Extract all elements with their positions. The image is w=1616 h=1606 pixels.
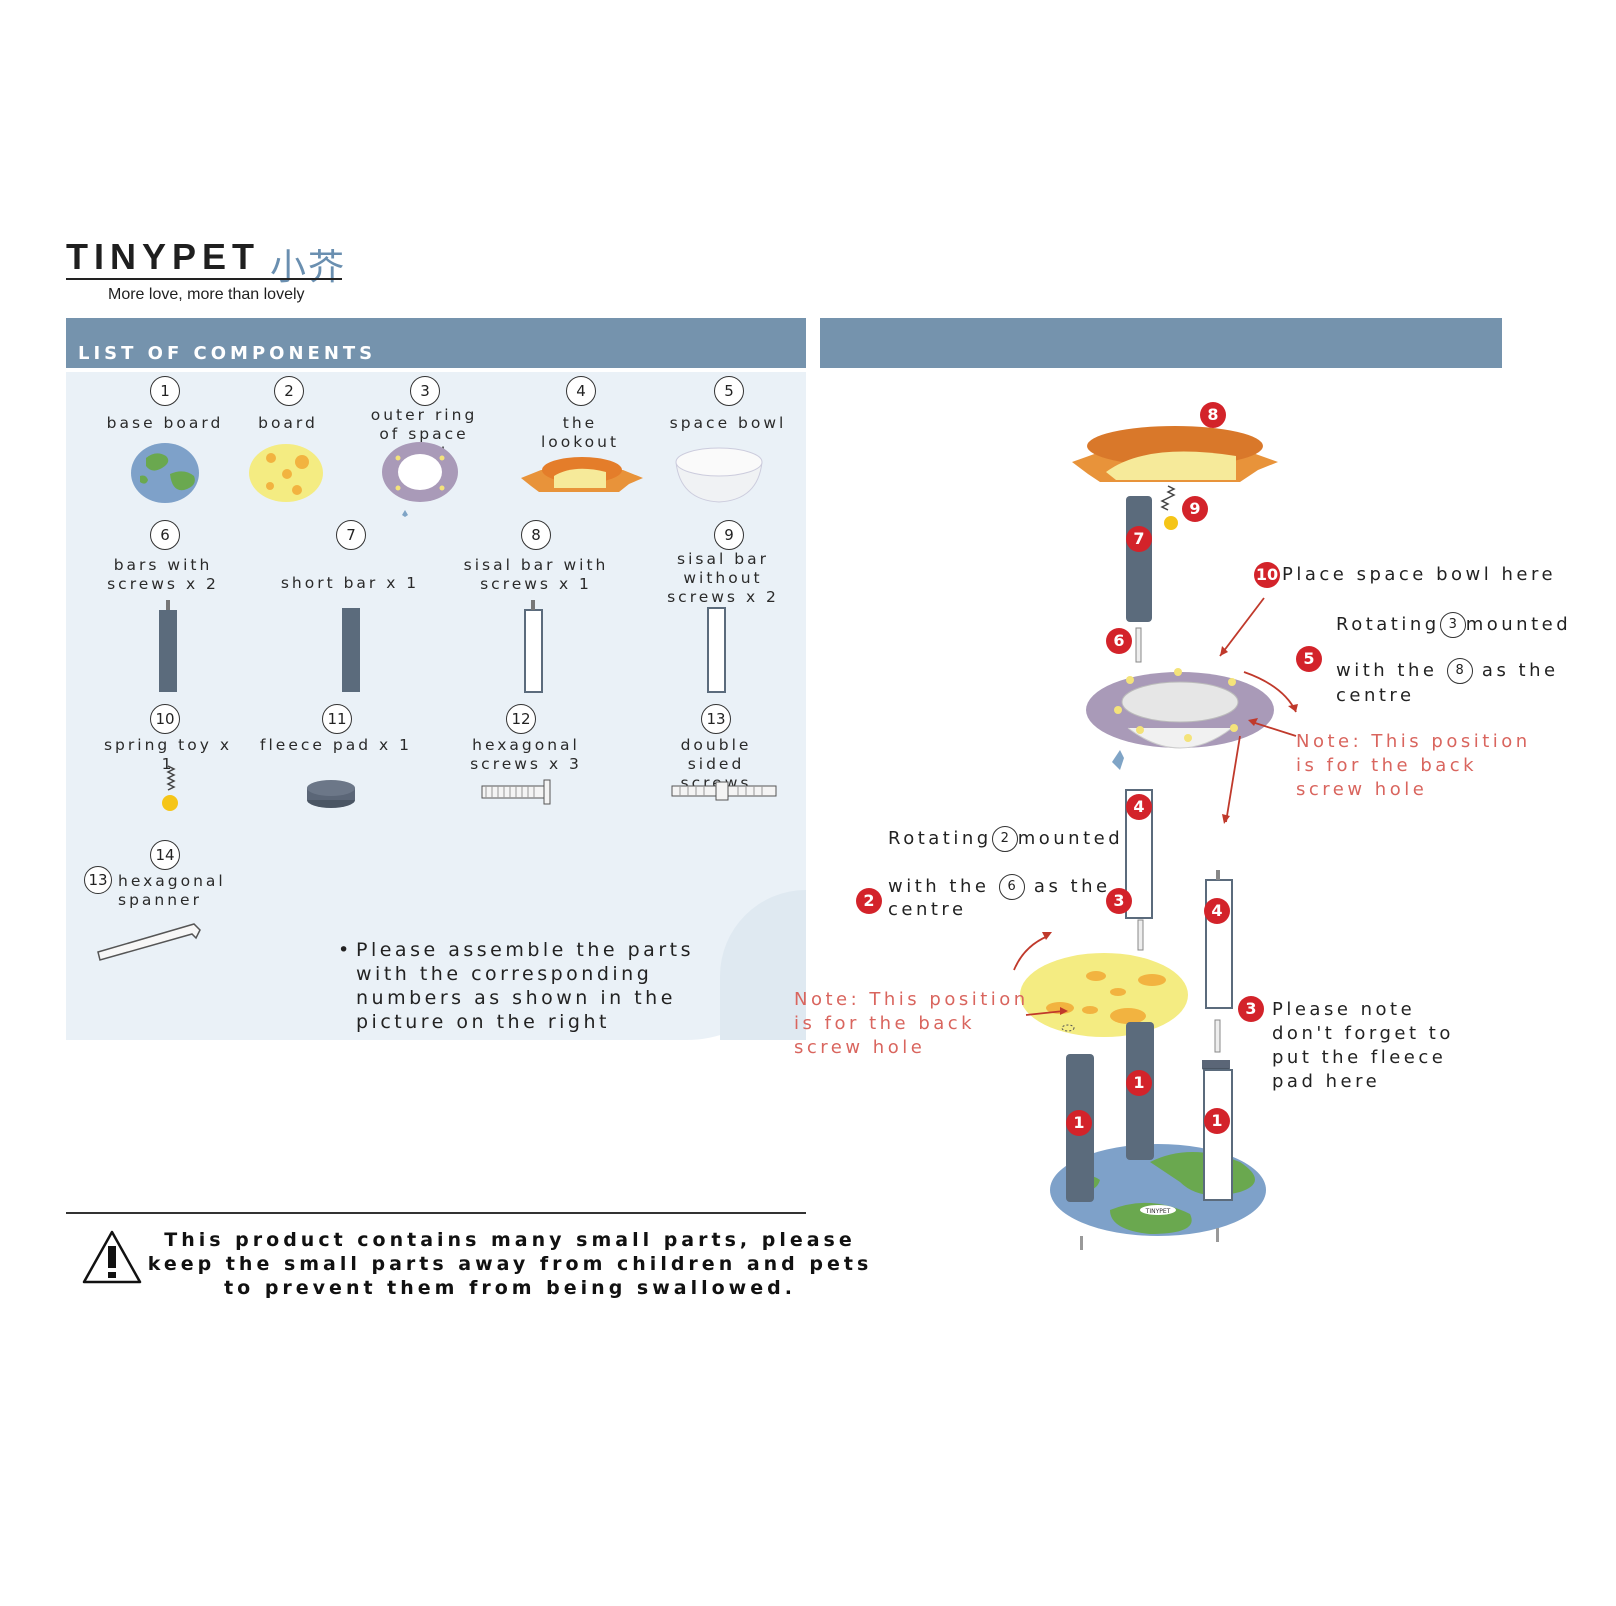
part-marker: 1 [1126, 1070, 1152, 1096]
component-label: sisal bar with screws x 1 [463, 556, 609, 593]
fleece-pad-illustration [307, 780, 355, 808]
part-marker: 5 [1296, 646, 1322, 672]
diagram-header [820, 318, 1502, 368]
part-marker: 3 [1106, 888, 1132, 914]
component-number: 2 [274, 376, 304, 406]
base-logo-text: TINYPET [1145, 1208, 1171, 1215]
double-sided-screw-illustration [671, 781, 777, 801]
lookout-part [1072, 426, 1278, 482]
component-label: hexagonal screws x 3 [470, 736, 582, 773]
part-marker: 10 [1254, 562, 1280, 588]
spring-toy-illustration [162, 765, 178, 811]
note-left: Note: This position is for the back scre… [794, 989, 1029, 1058]
component-number: 5 [714, 376, 744, 406]
sisal-bar-screws-illustration [524, 609, 543, 693]
part-marker: 8 [1200, 402, 1226, 428]
rotating-mid-line2: with the 6 as the [888, 874, 1111, 900]
warning-divider [66, 1212, 806, 1214]
space-bowl-illustration [675, 447, 763, 503]
warning-icon [82, 1230, 142, 1284]
brand-underline [66, 278, 342, 280]
component-label: hexagonal spanner [118, 872, 226, 909]
component-label: sisal bar without screws x 2 [667, 550, 779, 606]
component-number: 6 [150, 520, 180, 550]
component-label: fleece pad x 1 [260, 736, 412, 754]
component-label: base board [106, 414, 224, 432]
brand-chinese: 小芥 [270, 247, 347, 288]
assembly-bullet: •Please assemble the parts with the corr… [338, 939, 694, 1033]
component-number: 10 [150, 704, 180, 734]
component-number: 1 [150, 376, 180, 406]
short-bar-part [1126, 496, 1152, 622]
component-number: 13 [701, 704, 731, 734]
component-number: 12 [506, 704, 536, 734]
component-label: short bar x 1 [280, 574, 420, 592]
board-part [1020, 953, 1188, 1037]
part-marker: 3 [1238, 996, 1264, 1022]
part-marker: 1 [1066, 1110, 1092, 1136]
hexagonal-screw-illustration [481, 779, 551, 805]
spring-toy-part [1160, 485, 1176, 511]
short-bar-illustration [342, 608, 360, 692]
part-marker: 4 [1204, 898, 1230, 924]
brand-tagline: More love, more than lovely [108, 286, 305, 303]
brand-name: TINYPET [66, 236, 261, 277]
component-number: 3 [410, 376, 440, 406]
part-marker: 4 [1126, 794, 1152, 820]
component-prefix-number: 13 [84, 866, 112, 894]
warning-text: This product contains many small parts, … [147, 1229, 873, 1299]
board-illustration [249, 444, 323, 502]
component-number: 7 [336, 520, 366, 550]
note-right: Note: This position is for the back scre… [1296, 731, 1531, 800]
base-board-illustration [131, 443, 199, 503]
component-label: the lookout [540, 414, 620, 451]
part-marker: 2 [856, 888, 882, 914]
sisal-bar-no-screws-illustration [707, 607, 726, 693]
place-bowl-text: Place space bowl here [1282, 564, 1557, 585]
part-marker: 7 [1126, 526, 1152, 552]
component-label: bars with screws x 2 [107, 556, 219, 593]
component-label: space bowl [669, 414, 787, 432]
outer-ring-illustration [382, 442, 458, 517]
space-bowl-part [1086, 668, 1274, 770]
component-label: board [258, 414, 318, 432]
fleece-note: Please note don't forget to put the flee… [1272, 999, 1454, 1092]
component-number: 9 [714, 520, 744, 550]
component-number: 14 [150, 840, 180, 870]
assembly-diagram: TINYPET [1013, 426, 1298, 1250]
rotating-top-line2: with the 8 as the [1336, 658, 1559, 684]
part-marker: 9 [1182, 496, 1208, 522]
rotating-top-line3: centre [1336, 685, 1415, 706]
component-number: 4 [566, 376, 596, 406]
components-title: LIST OF COMPONENTS [78, 343, 377, 364]
sisal-bar-part [1203, 1069, 1233, 1201]
lookout-illustration [521, 457, 643, 492]
bar-with-screws-illustration [159, 610, 177, 692]
component-number: 8 [521, 520, 551, 550]
component-number: 11 [322, 704, 352, 734]
rotating-mid-line3: centre [888, 899, 967, 920]
part-marker: 1 [1204, 1108, 1230, 1134]
components-header [66, 318, 806, 368]
spanner-illustration [97, 923, 201, 961]
components-illustrations [97, 442, 777, 961]
part-marker: 6 [1106, 628, 1132, 654]
component-label: spring toy x 1 [103, 736, 233, 773]
